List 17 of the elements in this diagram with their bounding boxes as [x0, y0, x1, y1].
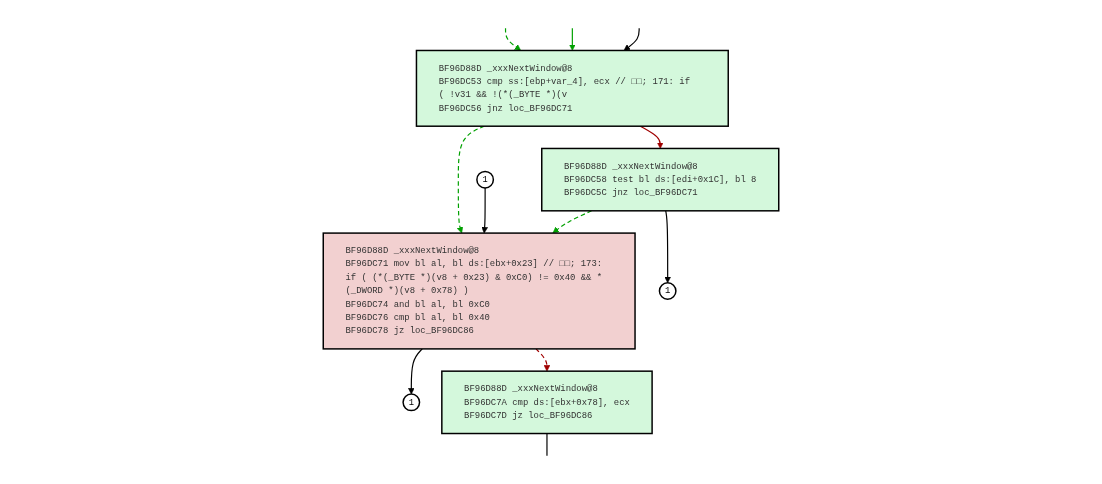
arrow — [504, 27, 521, 51]
node-box: BF96D88D _xxxNextWindow@8 BF96DC53 cmp ss:[ebp+var_4], ecx // □□; 171: if ( !v31 && !(*(_BYTE *)(v BF96DC56 jnz loc_BF96DC71 — [415, 49, 729, 127]
node-box: BF96D88D _xxxNextWindow@8 BF96DC58 test bl ds:[edi+0x1C], bl 8 BF96DC5C jnz loc_BF96DC71 — [541, 147, 780, 212]
node-circle: 1 — [402, 393, 421, 412]
node-box: BF96D88D _xxxNextWindow@8 BF96DC71 mov bl al, bl ds:[ebx+0x23] // □□; 173: if ( (*(_BYTE *)(v8 + 0x23) & 0xC0) != 0x40 && *(_DWORD *)(v8 + 0x78) ) BF96DC74 and bl al, bl 0xC0 BF96DC76 cmp bl al, bl 0x40 BF96DC78 jz loc_BF96DC86 — [322, 232, 636, 350]
arrow — [639, 125, 664, 149]
connector — [546, 432, 548, 457]
arrow — [623, 27, 640, 51]
arrow — [569, 27, 576, 51]
arrow — [456, 125, 485, 234]
arrow — [535, 348, 551, 372]
arrow — [481, 187, 488, 234]
arrow — [664, 210, 671, 284]
node-circle: 1 — [476, 170, 495, 189]
node-box: BF96D88D _xxxNextWindow@8 BF96DC7A cmp ds:[ebx+0x78], ecx BF96DC7D jz loc_BF96DC86 — [441, 370, 653, 435]
arrow — [408, 348, 423, 395]
node-circle: 1 — [658, 282, 677, 300]
